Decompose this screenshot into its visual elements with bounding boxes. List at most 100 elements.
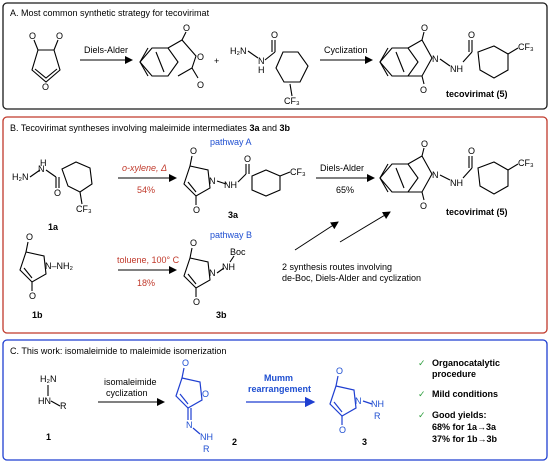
advantages-list: ✓ Organocatalytic procedure ✓ Mild condi…	[418, 358, 500, 444]
svg-text:O: O	[26, 232, 33, 242]
svg-text:NH: NH	[450, 178, 463, 188]
label-1: 1	[46, 432, 51, 442]
svg-text:N: N	[355, 396, 362, 406]
maleimide-3b-structure: O O N NH Boc	[183, 238, 246, 307]
svg-text:O: O	[193, 205, 200, 215]
diels-alder-label: Diels-Alder	[84, 45, 128, 55]
pathway-a-conditions: o-xylene, Δ	[122, 163, 167, 173]
svg-text:O: O	[193, 297, 200, 307]
svg-text:O: O	[421, 139, 428, 149]
label-1b: 1b	[32, 310, 43, 320]
svg-text:O: O	[468, 30, 475, 40]
svg-text:CF₃: CF₃	[518, 158, 534, 168]
bullet-3-line-2: 68% for 1a→3a	[432, 422, 497, 432]
panel-a-title: A. Most common synthetic strategy for te…	[10, 8, 210, 18]
svg-text:H₂N: H₂N	[40, 374, 57, 384]
svg-text:O: O	[468, 146, 475, 156]
svg-text:O: O	[420, 201, 427, 211]
svg-text:H₂N: H₂N	[230, 46, 247, 56]
bullet-1-line-1: Organocatalytic	[432, 358, 500, 368]
panel-a-frame	[2, 2, 548, 110]
route-arrow-2	[339, 211, 391, 243]
svg-text:O: O	[56, 31, 63, 41]
svg-text:O: O	[336, 366, 343, 376]
route-arrow-1	[294, 221, 339, 251]
svg-text:O: O	[54, 188, 61, 198]
svg-text:CF₃: CF₃	[284, 96, 300, 106]
pathway-a-yield: 54%	[137, 185, 155, 195]
svg-text:R: R	[203, 444, 210, 454]
svg-text:N: N	[432, 54, 439, 64]
svg-text:NH: NH	[222, 262, 235, 272]
svg-text:O: O	[29, 291, 36, 301]
bullet-3-line-1: Good yields:	[432, 410, 487, 420]
aminomaleimide-1b-structure: O O N–NH₂	[19, 232, 74, 301]
svg-text:O: O	[244, 154, 251, 164]
cyclization-label: Cyclization	[324, 45, 368, 55]
svg-text:O: O	[421, 23, 428, 33]
svg-text:O: O	[197, 52, 204, 62]
routes-text-line2: de-Boc, Diels-Alder and cyclization	[282, 273, 421, 283]
svg-text:O: O	[183, 23, 190, 33]
svg-text:O: O	[29, 31, 36, 41]
svg-text:NH: NH	[450, 64, 463, 74]
panel-c-frame	[2, 339, 548, 461]
svg-text:O: O	[190, 238, 197, 248]
isomaleimide-label-2: cyclization	[106, 388, 148, 398]
mumm-label-1: Mumm	[264, 373, 293, 383]
isomaleimide-2-structure: O O N NH R	[175, 358, 213, 454]
maleimide-3-structure: O O N NH R	[329, 366, 384, 435]
tecovirimat-structure-b: O O N NH O CF₃	[379, 139, 534, 211]
hydrazine-1-structure: H₂N HN R	[38, 374, 67, 411]
tecovirimat-label-b: tecovirimat (5)	[446, 207, 508, 217]
bullet-2: Mild conditions	[432, 389, 498, 399]
svg-text:R: R	[374, 411, 381, 421]
diels-alder-yield-b: 65%	[336, 185, 354, 195]
maleimide-3a-structure: O O N NH O CF₃	[183, 146, 306, 215]
svg-text:H: H	[40, 158, 47, 168]
hydrazide-1a-structure: H₂N N H O CF₃	[12, 158, 93, 214]
label-3a: 3a	[228, 210, 239, 220]
check-icon: ✓	[418, 410, 426, 420]
panel-c-title: C. This work: isomaleimide to maleimide …	[10, 346, 226, 356]
pathway-b-yield: 18%	[137, 278, 155, 288]
bullet-3-line-3: 37% for 1b→3b	[432, 434, 498, 444]
svg-text:NH: NH	[200, 432, 213, 442]
svg-text:NH: NH	[224, 180, 237, 190]
svg-text:H₂N: H₂N	[12, 172, 29, 182]
svg-text:R: R	[60, 401, 67, 411]
label-3: 3	[362, 437, 367, 447]
svg-text:CF₃: CF₃	[76, 204, 92, 214]
diels-alder-adduct-structure: O O O	[139, 23, 204, 90]
svg-text:CF₃: CF₃	[290, 167, 306, 177]
svg-text:O: O	[271, 30, 278, 40]
maleic-anhydride-structure: O O O	[29, 31, 63, 92]
check-icon: ✓	[418, 389, 426, 399]
svg-text:HN: HN	[38, 396, 51, 406]
bullet-1-line-2: procedure	[432, 369, 476, 379]
svg-text:Boc: Boc	[230, 247, 246, 257]
panel-b-frame	[2, 116, 548, 334]
svg-text:O: O	[420, 85, 427, 95]
check-icon: ✓	[418, 358, 426, 368]
diels-alder-label-b: Diels-Alder	[320, 163, 364, 173]
svg-text:NH: NH	[371, 399, 384, 409]
tecovirimat-label-a: tecovirimat (5)	[446, 89, 508, 99]
svg-text:H: H	[258, 65, 265, 75]
svg-text:O: O	[197, 80, 204, 90]
label-2: 2	[232, 437, 237, 447]
mumm-label-2: rearrangement	[248, 384, 311, 394]
panel-b-title: B. Tecovirimat syntheses involving malei…	[10, 123, 290, 133]
label-3b: 3b	[216, 310, 227, 320]
svg-text:N–NH₂: N–NH₂	[45, 261, 74, 271]
plus-sign: +	[214, 56, 219, 66]
svg-text:N: N	[209, 268, 216, 278]
hydrazide-structure-a: H₂N N H O CF₃	[230, 30, 309, 106]
routes-text-line1: 2 synthesis routes involving	[282, 262, 392, 272]
svg-text:O: O	[339, 425, 346, 435]
svg-text:O: O	[202, 389, 209, 399]
label-1a: 1a	[48, 222, 59, 232]
svg-text:CF₃: CF₃	[518, 42, 534, 52]
isomaleimide-label-1: isomaleimide	[104, 377, 157, 387]
